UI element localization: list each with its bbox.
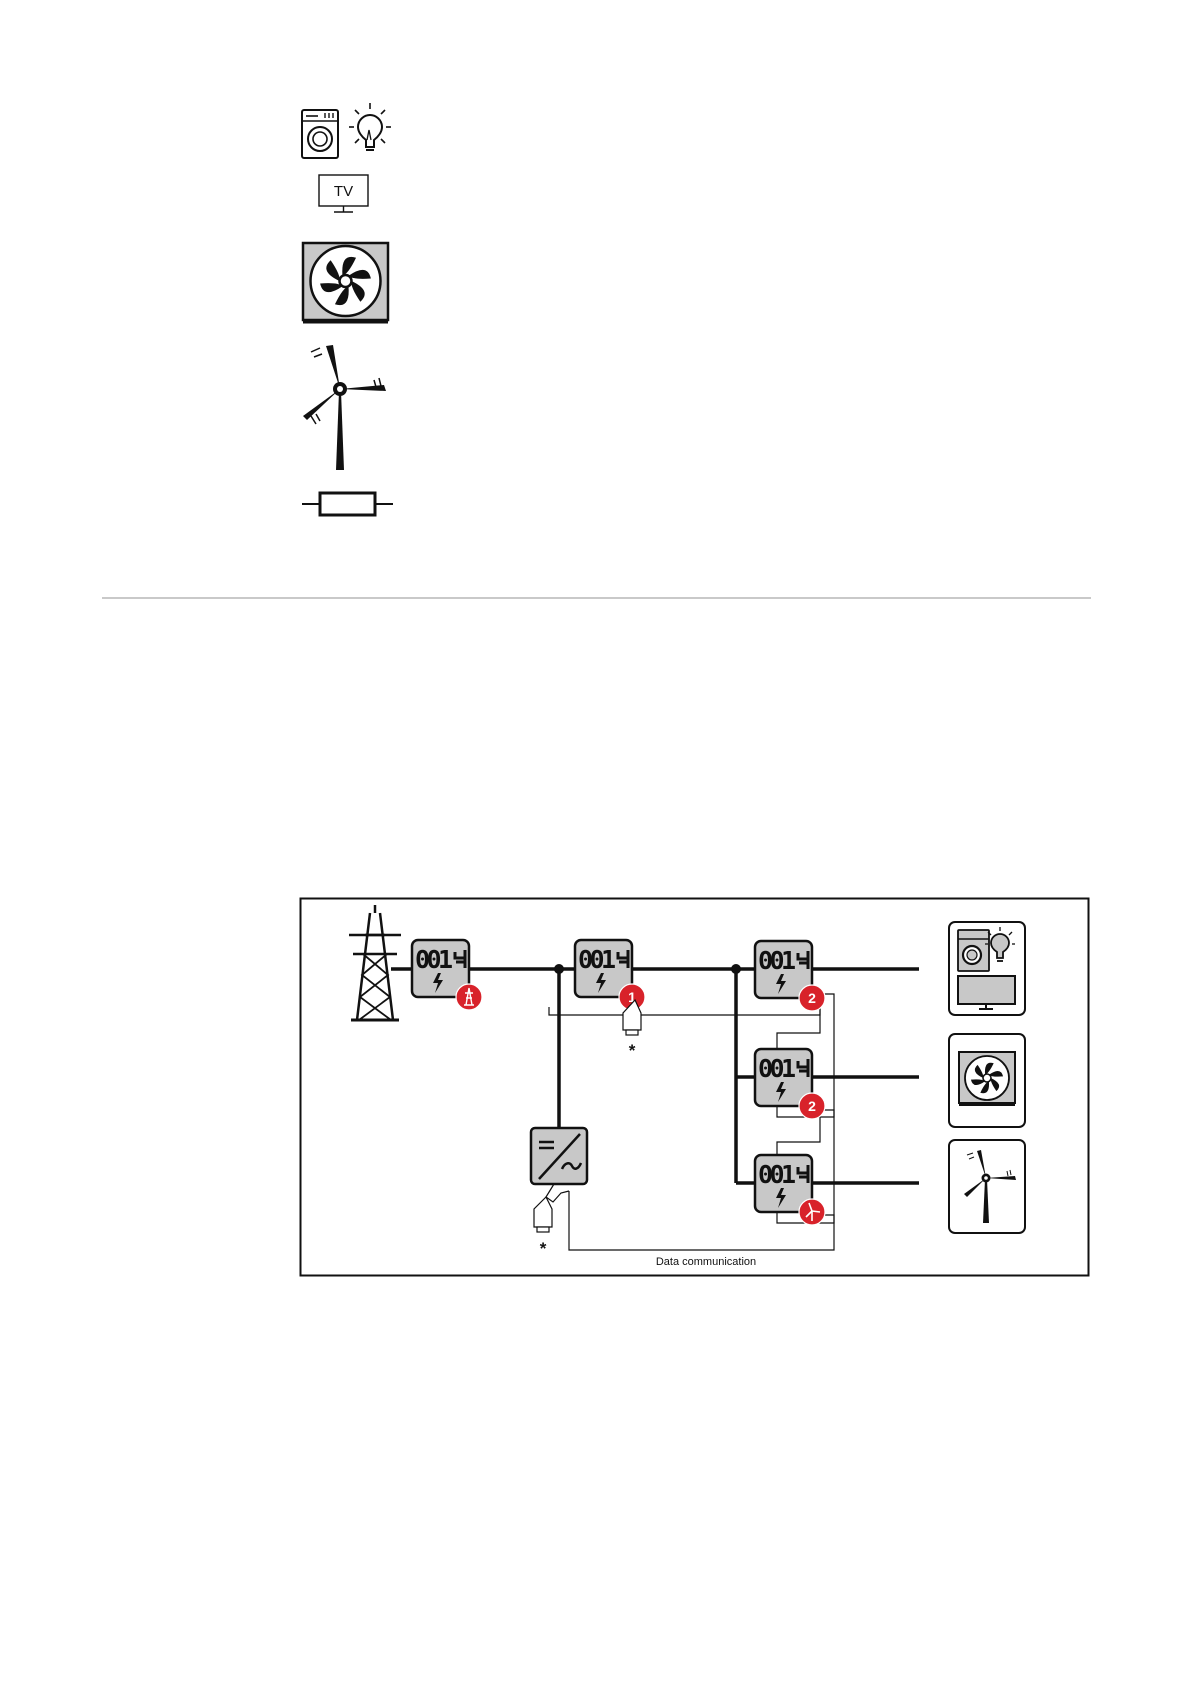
junction-dot	[554, 964, 564, 974]
household-consumers-box	[949, 922, 1025, 1015]
meter-display-digits: 001	[415, 945, 453, 974]
meter-display-digits: 001	[578, 945, 616, 974]
meter-display-digits: 001	[758, 1054, 796, 1083]
meter-display-digits: 001	[758, 946, 796, 975]
tv-icon: TV	[319, 175, 368, 212]
washing-machine-icon	[302, 110, 338, 158]
wind-badge	[799, 1199, 825, 1225]
meter-number: 2	[808, 1098, 816, 1114]
tv-label: TV	[334, 183, 353, 200]
data-communication-label: Data communication	[656, 1256, 756, 1268]
section-separator	[102, 597, 1091, 599]
meter-number-badge: 2	[799, 1093, 825, 1119]
asterisk-note-marker: *	[629, 1041, 636, 1060]
meter-number-badge: 2	[799, 985, 825, 1011]
legend-icons: TV	[0, 0, 1191, 560]
asterisk-note-marker: *	[540, 1239, 547, 1258]
wind-turbine-box	[949, 1140, 1025, 1233]
grid-badge	[456, 984, 482, 1010]
heat-pump-box	[949, 1034, 1025, 1127]
light-bulb-icon	[349, 103, 391, 150]
meter-display-digits: 001	[758, 1160, 796, 1189]
heat-pump-icon	[303, 243, 388, 322]
wind-turbine-icon	[303, 345, 386, 470]
junction-dot	[731, 964, 741, 974]
fuse-icon	[302, 493, 393, 515]
meter-number: 2	[808, 990, 816, 1006]
